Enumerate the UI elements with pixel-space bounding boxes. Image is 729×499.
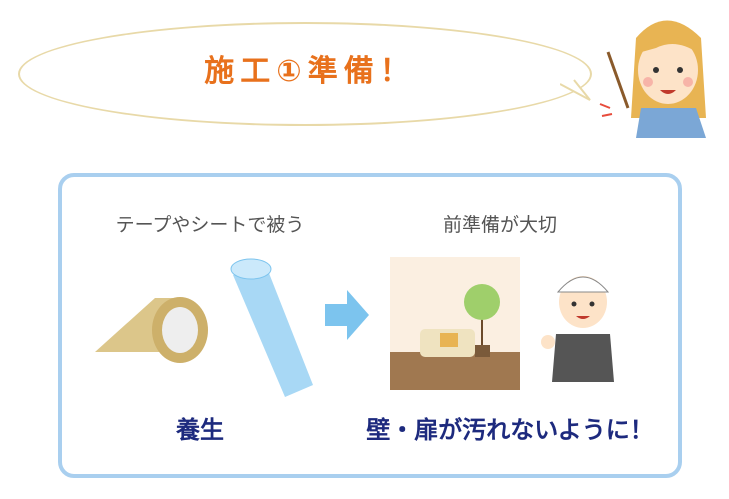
room-illustration [390,257,520,390]
teacher-illustration [599,20,706,138]
page-title: 施工①準備！ [204,54,416,89]
plastic-sheet-roll-icon [230,258,313,397]
arrow-right-icon [325,290,369,340]
right-caption: 壁・扉が汚れないように！ [366,416,654,444]
left-label: テープやシートで被う [115,214,305,236]
speech-bubble [18,22,592,126]
right-label: 前準備が大切 [442,214,557,236]
worker-thumbs-up-illustration [541,276,614,382]
tape-icon [95,297,208,363]
bubble-tail [560,79,591,101]
left-caption: 養生 [176,416,224,444]
